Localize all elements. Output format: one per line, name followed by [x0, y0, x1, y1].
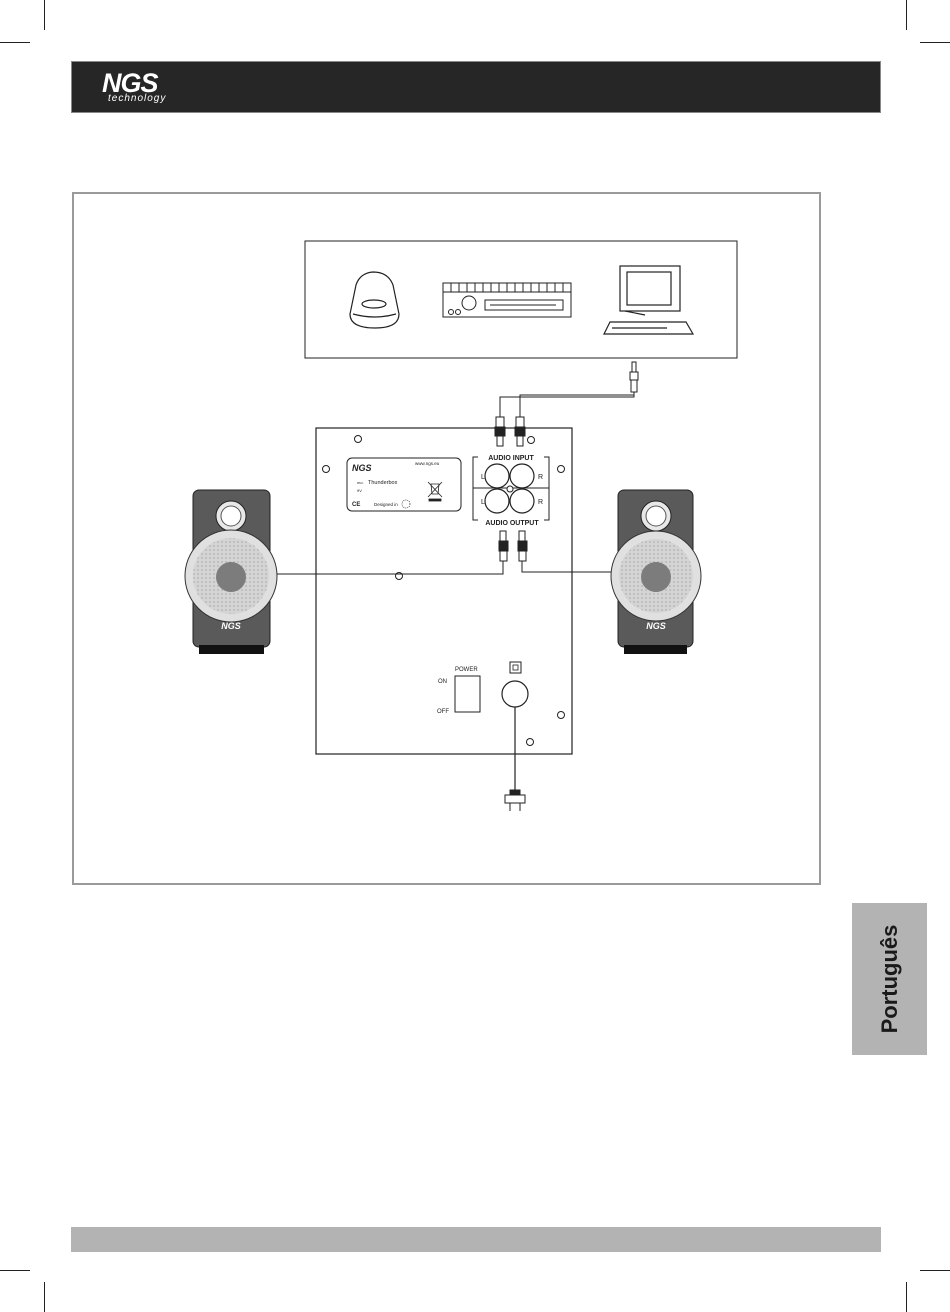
label-model-name: Thunderbox [368, 480, 398, 486]
power-on-label: ON [438, 679, 447, 685]
label-model-prefix: mo. [357, 480, 364, 485]
minijack-plug [630, 362, 638, 392]
right-speaker: NGS [611, 490, 701, 654]
power-plug-icon [505, 790, 525, 811]
language-side-tab: Português [852, 903, 927, 1055]
label-voltage: 9V [357, 488, 362, 493]
input-cable [500, 392, 634, 417]
output-left-label: L [481, 499, 485, 506]
left-speaker-logo: NGS [221, 621, 241, 631]
left-speaker: NGS [185, 490, 277, 654]
audio-output-label: AUDIO OUTPUT [485, 520, 539, 527]
power-label: POWER [455, 667, 478, 673]
input-right-label: R [538, 474, 543, 481]
label-ce-mark: CE [352, 502, 360, 508]
right-speaker-logo: NGS [646, 621, 666, 631]
input-left-label: L [481, 474, 485, 481]
footer-bar [71, 1227, 881, 1252]
label-designed-in: Designed in [374, 502, 398, 507]
power-socket [502, 681, 528, 707]
output-right-label: R [538, 499, 543, 506]
language-label: Português [852, 903, 927, 1055]
label-website: www.ngs.eu [415, 461, 440, 466]
power-off-label: OFF [437, 709, 449, 715]
audio-input-label: AUDIO INPUT [488, 455, 534, 462]
power-switch [455, 676, 480, 712]
label-logo: NGS [352, 463, 372, 473]
stereo-receiver-icon [443, 283, 571, 317]
